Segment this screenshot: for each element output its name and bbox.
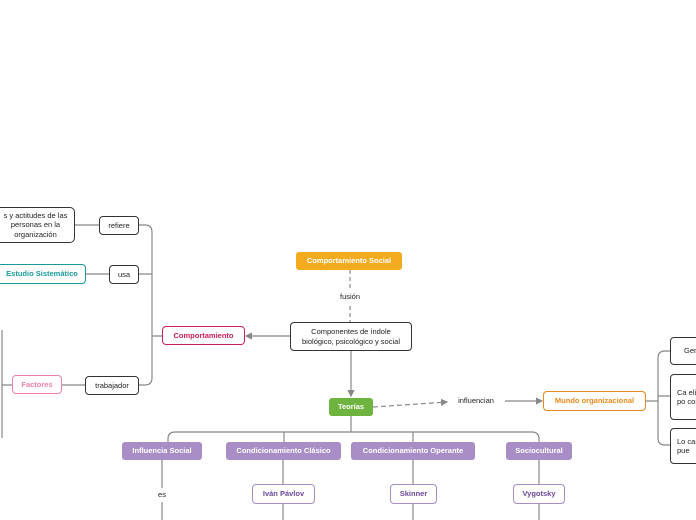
- node-condicionamiento-operante[interactable]: Condicionamiento Operante: [351, 442, 475, 460]
- node-sociocultural[interactable]: Sociocultural: [506, 442, 572, 460]
- node-condicionamiento-clasico[interactable]: Condicionamiento Clásico: [226, 442, 341, 460]
- node-vygotsky[interactable]: Vygotsky: [513, 484, 565, 504]
- node-estudio-sistematico[interactable]: Estudio Sistemático: [0, 264, 86, 284]
- node-ivan-pavlov[interactable]: Iván Pávlov: [252, 484, 315, 504]
- connector-comportamiento-bracket: [139, 224, 162, 386]
- node-componentes[interactable]: Componentes de índole biológico, psicoló…: [290, 322, 412, 351]
- label-fusion: fusión: [339, 292, 360, 302]
- node-ca-elimi[interactable]: Ca elimi po com: [670, 374, 696, 420]
- node-comportamiento[interactable]: Comportamiento: [162, 326, 245, 345]
- label-influencian: influencian: [458, 396, 494, 406]
- node-influencia-social[interactable]: Influencia Social: [122, 442, 202, 460]
- node-lo-casti[interactable]: Lo casti pue: [670, 428, 696, 464]
- connector-teorias-bracket: [167, 416, 540, 442]
- connector-factores-left: [1, 330, 12, 438]
- node-actitudes[interactable]: s y actitudes de las personas en la orga…: [0, 207, 75, 243]
- label-es: es: [158, 490, 166, 500]
- connector-teorias-influencian: [372, 398, 449, 408]
- label-refiere: refiere: [99, 216, 139, 235]
- node-teorias[interactable]: Teorías: [329, 398, 373, 416]
- connector-mundo-bracket: [646, 350, 670, 446]
- node-comportamiento-social[interactable]: Comportamiento Social: [296, 252, 402, 270]
- label-usa: usa: [109, 265, 139, 284]
- label-trabajador: trabajador: [85, 376, 139, 395]
- node-skinner[interactable]: Skinner: [390, 484, 437, 504]
- node-gen[interactable]: Gen: [670, 337, 696, 365]
- node-mundo-organizacional[interactable]: Mundo organizacional: [543, 391, 646, 411]
- node-factores[interactable]: Factores: [12, 375, 62, 394]
